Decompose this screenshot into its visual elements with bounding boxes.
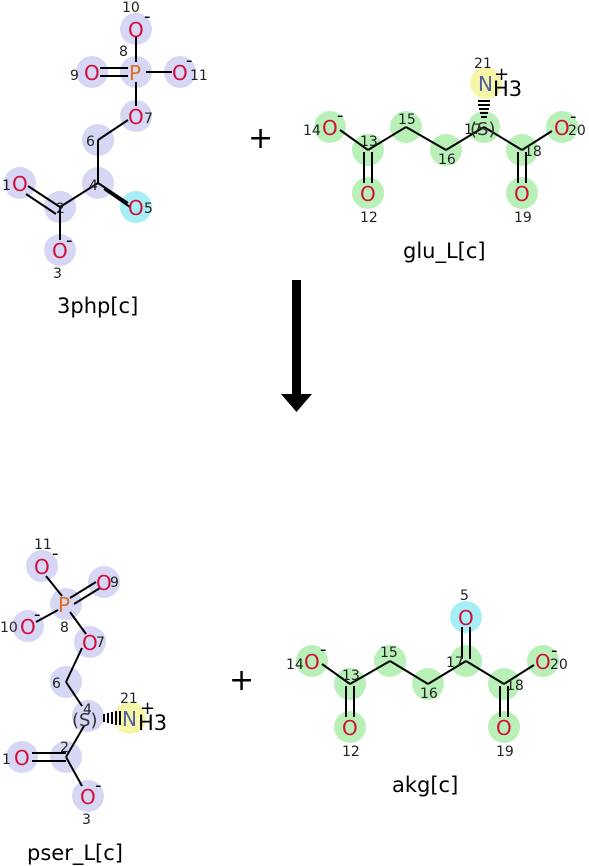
svg-text:7: 7 bbox=[96, 635, 105, 651]
svg-text:O: O bbox=[342, 716, 358, 740]
svg-text:O: O bbox=[128, 18, 144, 42]
svg-text:N: N bbox=[478, 72, 493, 96]
svg-text:17: 17 bbox=[464, 122, 482, 138]
svg-text:-: - bbox=[570, 106, 577, 127]
svg-text:6: 6 bbox=[52, 676, 61, 692]
svg-text:-: - bbox=[34, 604, 41, 625]
svg-text:-: - bbox=[186, 50, 193, 71]
svg-text:O: O bbox=[12, 172, 28, 196]
svg-text:P: P bbox=[58, 593, 70, 617]
label-pser-L: pser_L[c] bbox=[27, 841, 123, 866]
svg-text:1: 1 bbox=[2, 752, 11, 768]
svg-text:O: O bbox=[496, 716, 512, 740]
svg-text:+: + bbox=[494, 64, 509, 85]
svg-text:-: - bbox=[551, 640, 558, 661]
label-3php: 3php[c] bbox=[57, 294, 138, 318]
svg-text:O: O bbox=[128, 105, 144, 129]
svg-text:10: 10 bbox=[0, 620, 18, 636]
svg-text:18: 18 bbox=[524, 144, 542, 160]
molecule-glu-L: O 14 - 13 O 12 15 16 17 (S) N + H3 21 18… bbox=[303, 56, 586, 226]
svg-text:15: 15 bbox=[380, 645, 398, 661]
svg-text:O: O bbox=[52, 239, 68, 263]
svg-text:14: 14 bbox=[303, 123, 321, 139]
svg-text:(S): (S) bbox=[72, 710, 97, 731]
svg-text:6: 6 bbox=[86, 134, 95, 150]
svg-text:-: - bbox=[66, 230, 73, 251]
label-akg: akg[c] bbox=[392, 773, 458, 797]
svg-text:20: 20 bbox=[550, 657, 568, 673]
svg-text:-: - bbox=[337, 105, 344, 126]
svg-text:O: O bbox=[360, 182, 376, 206]
svg-text:H3: H3 bbox=[493, 77, 522, 101]
svg-text:13: 13 bbox=[342, 668, 360, 684]
svg-text:-: - bbox=[95, 775, 102, 796]
plus-sign-bottom: + bbox=[229, 663, 254, 698]
svg-text:-: - bbox=[144, 6, 151, 27]
svg-text:1: 1 bbox=[2, 178, 11, 194]
svg-text:O: O bbox=[20, 615, 36, 639]
svg-text:-: - bbox=[52, 543, 59, 564]
svg-text:5: 5 bbox=[144, 201, 153, 217]
svg-text:O: O bbox=[80, 785, 96, 809]
svg-text:21: 21 bbox=[120, 691, 138, 707]
svg-text:O: O bbox=[554, 116, 570, 140]
svg-text:H3: H3 bbox=[138, 711, 167, 735]
svg-text:9: 9 bbox=[70, 68, 79, 84]
svg-text:10: 10 bbox=[122, 0, 140, 16]
svg-text:O: O bbox=[172, 61, 188, 85]
svg-text:12: 12 bbox=[360, 210, 378, 226]
svg-text:O: O bbox=[96, 571, 112, 595]
svg-text:P: P bbox=[129, 61, 141, 85]
svg-text:20: 20 bbox=[568, 123, 586, 139]
svg-text:9: 9 bbox=[110, 575, 119, 591]
svg-text:O: O bbox=[14, 746, 30, 770]
svg-text:3: 3 bbox=[53, 266, 62, 282]
svg-text:O: O bbox=[84, 61, 100, 85]
svg-text:N: N bbox=[122, 707, 137, 731]
svg-text:15: 15 bbox=[398, 112, 416, 128]
svg-text:19: 19 bbox=[496, 744, 514, 760]
svg-text:O: O bbox=[34, 555, 50, 579]
svg-text:-: - bbox=[320, 639, 327, 660]
svg-text:4: 4 bbox=[83, 702, 92, 718]
svg-text:O: O bbox=[128, 196, 144, 220]
svg-text:(S): (S) bbox=[470, 119, 495, 140]
svg-text:16: 16 bbox=[420, 686, 438, 702]
svg-text:O: O bbox=[514, 182, 530, 206]
svg-text:O: O bbox=[535, 650, 551, 674]
svg-text:18: 18 bbox=[506, 678, 524, 694]
svg-text:14: 14 bbox=[286, 657, 304, 673]
svg-text:11: 11 bbox=[190, 68, 208, 84]
svg-text:O: O bbox=[458, 606, 474, 630]
molecule-pser-L: O 11 - O 9 P 8 O 10 - O 7 6 4 (S) N + H3… bbox=[0, 537, 167, 828]
svg-text:3: 3 bbox=[82, 812, 91, 828]
reaction-arrow-icon bbox=[281, 280, 312, 412]
label-glu-L: glu_L[c] bbox=[403, 239, 486, 264]
svg-text:8: 8 bbox=[60, 620, 69, 636]
svg-text:4: 4 bbox=[89, 178, 98, 194]
svg-text:2: 2 bbox=[56, 201, 65, 217]
svg-text:8: 8 bbox=[119, 44, 128, 60]
svg-text:7: 7 bbox=[144, 111, 153, 127]
molecule-akg: O 14 - 13 O 12 15 16 17 O 5 18 O 19 O - … bbox=[286, 588, 568, 760]
svg-text:O: O bbox=[322, 116, 338, 140]
molecule-3php: O - 10 8 P O 9 O - 11 O 7 6 4 O 5 2 1 O … bbox=[2, 0, 208, 282]
svg-text:12: 12 bbox=[342, 744, 360, 760]
svg-text:16: 16 bbox=[438, 152, 456, 168]
svg-text:21: 21 bbox=[474, 56, 492, 72]
plus-sign-top: + bbox=[248, 121, 273, 156]
svg-text:5: 5 bbox=[460, 588, 469, 604]
svg-text:11: 11 bbox=[34, 537, 52, 553]
svg-text:17: 17 bbox=[446, 655, 464, 671]
svg-text:2: 2 bbox=[60, 740, 69, 756]
svg-text:19: 19 bbox=[514, 210, 532, 226]
svg-text:O: O bbox=[304, 650, 320, 674]
svg-text:13: 13 bbox=[360, 134, 378, 150]
svg-text:+: + bbox=[140, 698, 155, 719]
svg-text:O: O bbox=[82, 631, 98, 655]
